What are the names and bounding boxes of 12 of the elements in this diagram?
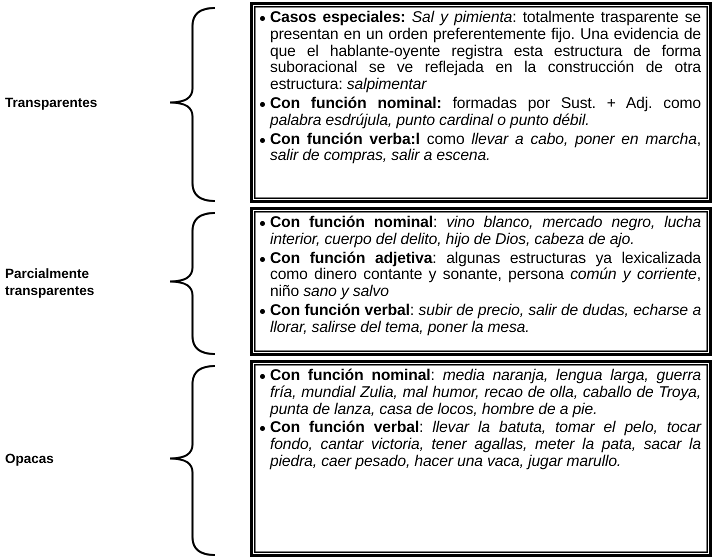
bullet-text: Con función verbal: llevar la batuta, tomar el pelo, tocar fondo, cantar victoria, tener agallas, meter la pata, sacar la piedra, caer pesado, hacer una vaca, jugar marullo. bbox=[270, 420, 701, 471]
bullet-text: Con función verbal: subir de precio, salir de dudas, echarse a llorar, salirse del tema, poner la mesa. bbox=[270, 302, 701, 337]
bullet-text: Con función verba:l como llevar a cabo, poner en marcha, salir de compras, salir a escena. bbox=[270, 132, 701, 166]
bullet-text: Con función nominal: vino blanco, mercado negro, lucha interior, cuerpo del delito, hijo de Dios, cabeza de ajo. bbox=[270, 215, 701, 249]
text-box bbox=[250, 207, 712, 356]
bullet-text: Con función nominal: formadas por Sust. + Adj. como palabra esdrújula, punto cardinal o punto débil. bbox=[270, 96, 701, 130]
bullet-text: Con función nominal: media naranja, lengua larga, guerra fría, mundial Zulia, mal humor, recao de olla, caballo de Troya, punta de lanza, casa de locos, hombre de a pie. bbox=[270, 368, 701, 418]
text-box bbox=[250, 2, 712, 203]
category-label: Transparentes bbox=[5, 94, 98, 111]
category-label: Opacas bbox=[5, 450, 55, 467]
text-box bbox=[250, 360, 712, 557]
category-label: Parcialmente transparentes bbox=[5, 264, 96, 298]
